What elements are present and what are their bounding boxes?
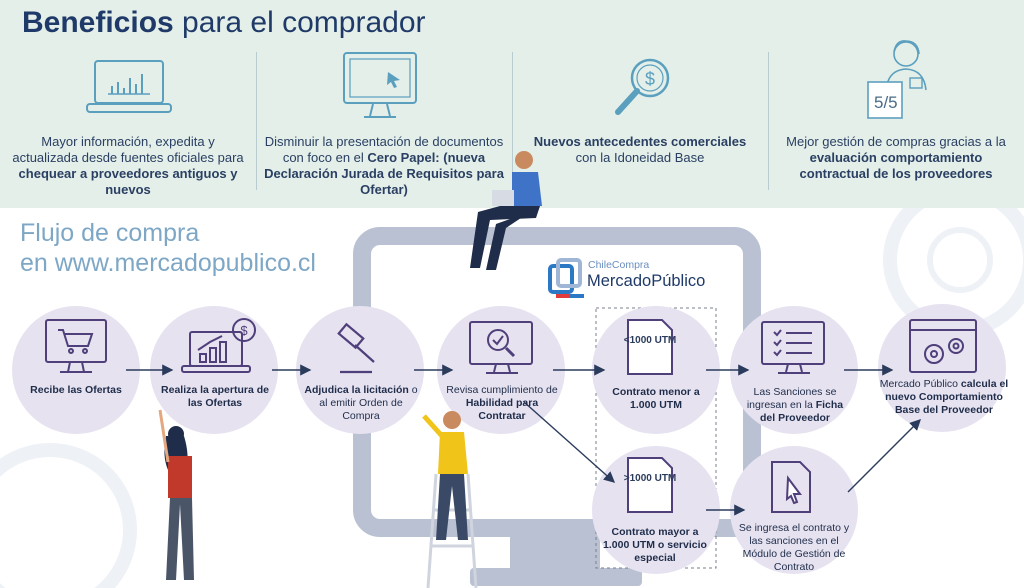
page-title: Beneficios para el comprador [22,6,426,39]
step-label: Recibe las Ofertas [30,384,122,396]
step-label: Adjudica la licitación o al emitir Orden… [304,384,418,422]
benefit-text: Disminuir la presentación de documentos … [264,134,504,197]
step-label: Contrato mayor a 1.000 UTM o servicio es… [603,526,707,564]
benefit-text: Nuevos antecedentes comerciales con la I… [533,134,747,165]
divider [512,52,513,190]
divider [768,52,769,190]
doc-label: >1000 UTM [624,473,677,484]
evaluator-rating-icon: 5/5 [867,40,927,119]
monitor-search-icon [469,321,533,374]
svg-text:MercadoPúblico: MercadoPúblico [587,272,705,290]
step-circle [296,306,424,434]
ladder-figure [422,411,478,588]
magnifier-dollar-icon: $ [615,58,670,115]
step-label: Se ingresa el contrato y las sanciones e… [738,522,850,573]
gavel-icon [337,322,375,374]
benefit-text: Mayor información, expedita y actualizad… [12,134,244,197]
laptop-chart-icon [86,60,172,113]
monitor-cursor-icon [343,52,417,118]
divider [256,52,257,190]
browser-gears-icon [909,319,977,373]
step-label: Contrato menor a 1.000 UTM [612,386,700,411]
benefit-text: Mejor gestión de compras gracias a la ev… [786,134,1006,181]
svg-text:$: $ [645,69,655,89]
step-circle [12,306,140,434]
flow-arrow [523,401,616,483]
mercadopublico-logo: ChileCompra MercadoPúblico [546,256,746,307]
document-icon [627,319,673,513]
document-cursor-icon [771,461,811,513]
step-circle [437,306,565,434]
monitor-checklist-icon [761,321,825,374]
step-circle [730,306,858,434]
laptop-growth-icon [181,318,256,373]
woman-figure [158,409,194,580]
laptop-figure [470,151,542,270]
step-label: Las Sanciones se ingresan en la Ficha de… [746,386,844,424]
svg-text:$: $ [240,323,248,338]
step-circle [730,446,858,574]
svg-text:ChileCompra: ChileCompra [588,259,649,271]
step-label: Revisa cumplimiento de Habilidad para Co… [446,384,558,422]
shopping-cart-icon [45,319,107,373]
step-label: Realiza la apertura de las Ofertas [161,384,269,409]
step-circle [878,304,1006,432]
flow-arrow [847,419,921,493]
rating-text: 5/5 [874,93,898,112]
doc-label: <1000 UTM [624,335,677,346]
step-label: Mercado Público calcula el nuevo Comport… [879,378,1009,416]
